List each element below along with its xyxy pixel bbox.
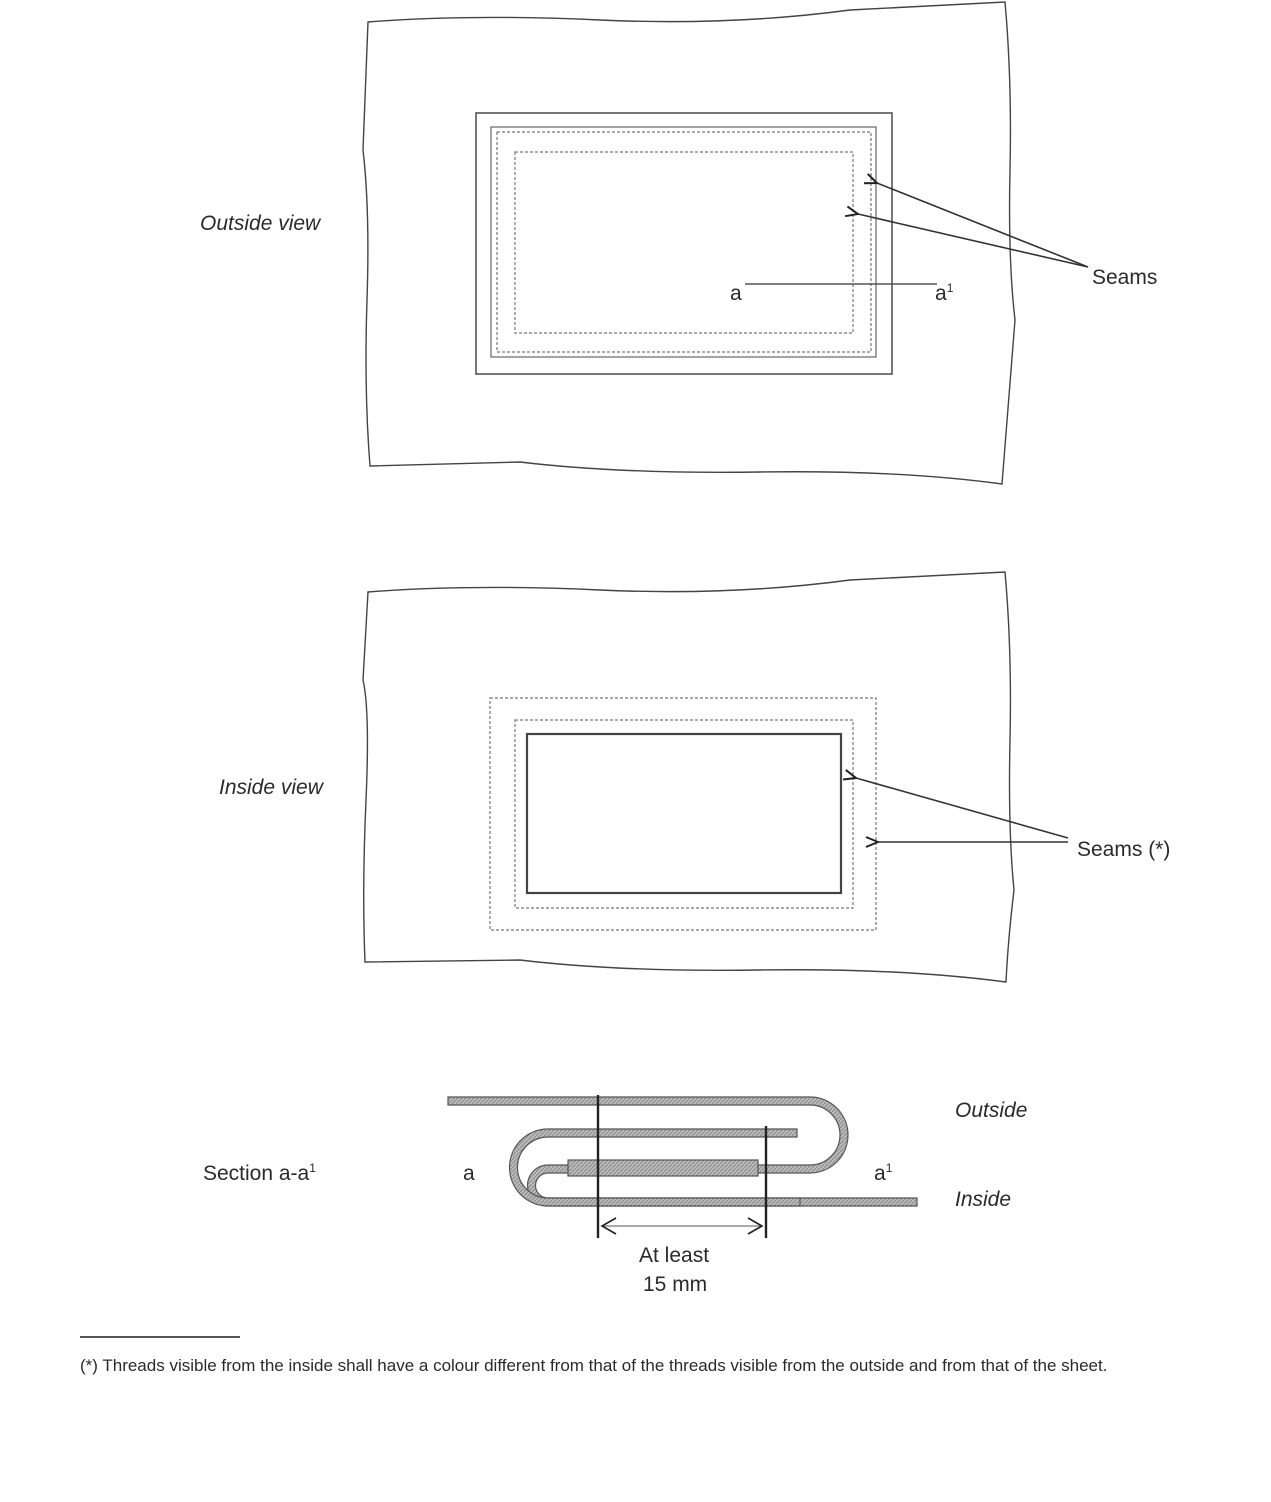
outside-label: Outside	[955, 1099, 1028, 1122]
inside-sheet-outline	[362, 571, 1015, 983]
section-marker-a1: a1	[874, 1162, 892, 1186]
outside-view-figure	[362, 1, 1089, 485]
footnote: (*) Threads visible from the inside shal…	[80, 1356, 1108, 1375]
dimension-label-line1: At least	[639, 1244, 710, 1267]
dimension-arrow-left	[600, 1217, 617, 1235]
dimension-label-line2: 15 mm	[643, 1273, 708, 1296]
outside-patch-outer-edge	[475, 112, 893, 375]
section-title-text: Section a-a	[203, 1162, 310, 1185]
inside-label: Inside	[955, 1188, 1012, 1211]
section-marker-a1-letter: a	[874, 1162, 886, 1185]
folded-patch-inner	[508, 1128, 801, 1207]
outside-sheet-outline	[362, 1, 1016, 485]
section-marker-a1-superscript: 1	[885, 1161, 893, 1175]
section-marker-a: a	[463, 1162, 475, 1185]
outside-seams-leader-2	[858, 214, 1089, 268]
inside-cut-edge	[525, 732, 843, 895]
footnote-rule	[80, 1336, 240, 1338]
outside-seams-leader-1	[877, 183, 1089, 268]
section-marker-end-superscript: 1	[946, 281, 954, 295]
inside-view-figure	[362, 571, 1069, 983]
outside-seam-outer	[496, 131, 872, 353]
section-figure	[447, 1095, 918, 1238]
inside-seam-inner	[514, 719, 854, 909]
section-title-superscript: 1	[309, 1161, 316, 1175]
outside-patch-inner-edge	[490, 126, 877, 358]
outside-seams-label: Seams	[1092, 266, 1158, 289]
section-marker-end-letter: a	[935, 282, 947, 305]
dimension-arrow-right	[747, 1217, 764, 1235]
section-marker-end: a1	[935, 282, 953, 306]
section-marker-start: a	[730, 282, 742, 305]
inside-seam-outer	[489, 697, 877, 931]
inside-seams-leader-1	[856, 778, 1069, 839]
inside-seams-label: Seams (*)	[1077, 838, 1171, 861]
section-title: Section a-a1	[203, 1162, 316, 1186]
patch-inner-edge	[567, 1159, 759, 1177]
outside-seam-inner	[514, 151, 854, 334]
outside-view-title: Outside view	[200, 212, 321, 235]
inside-view-title: Inside view	[219, 776, 323, 799]
